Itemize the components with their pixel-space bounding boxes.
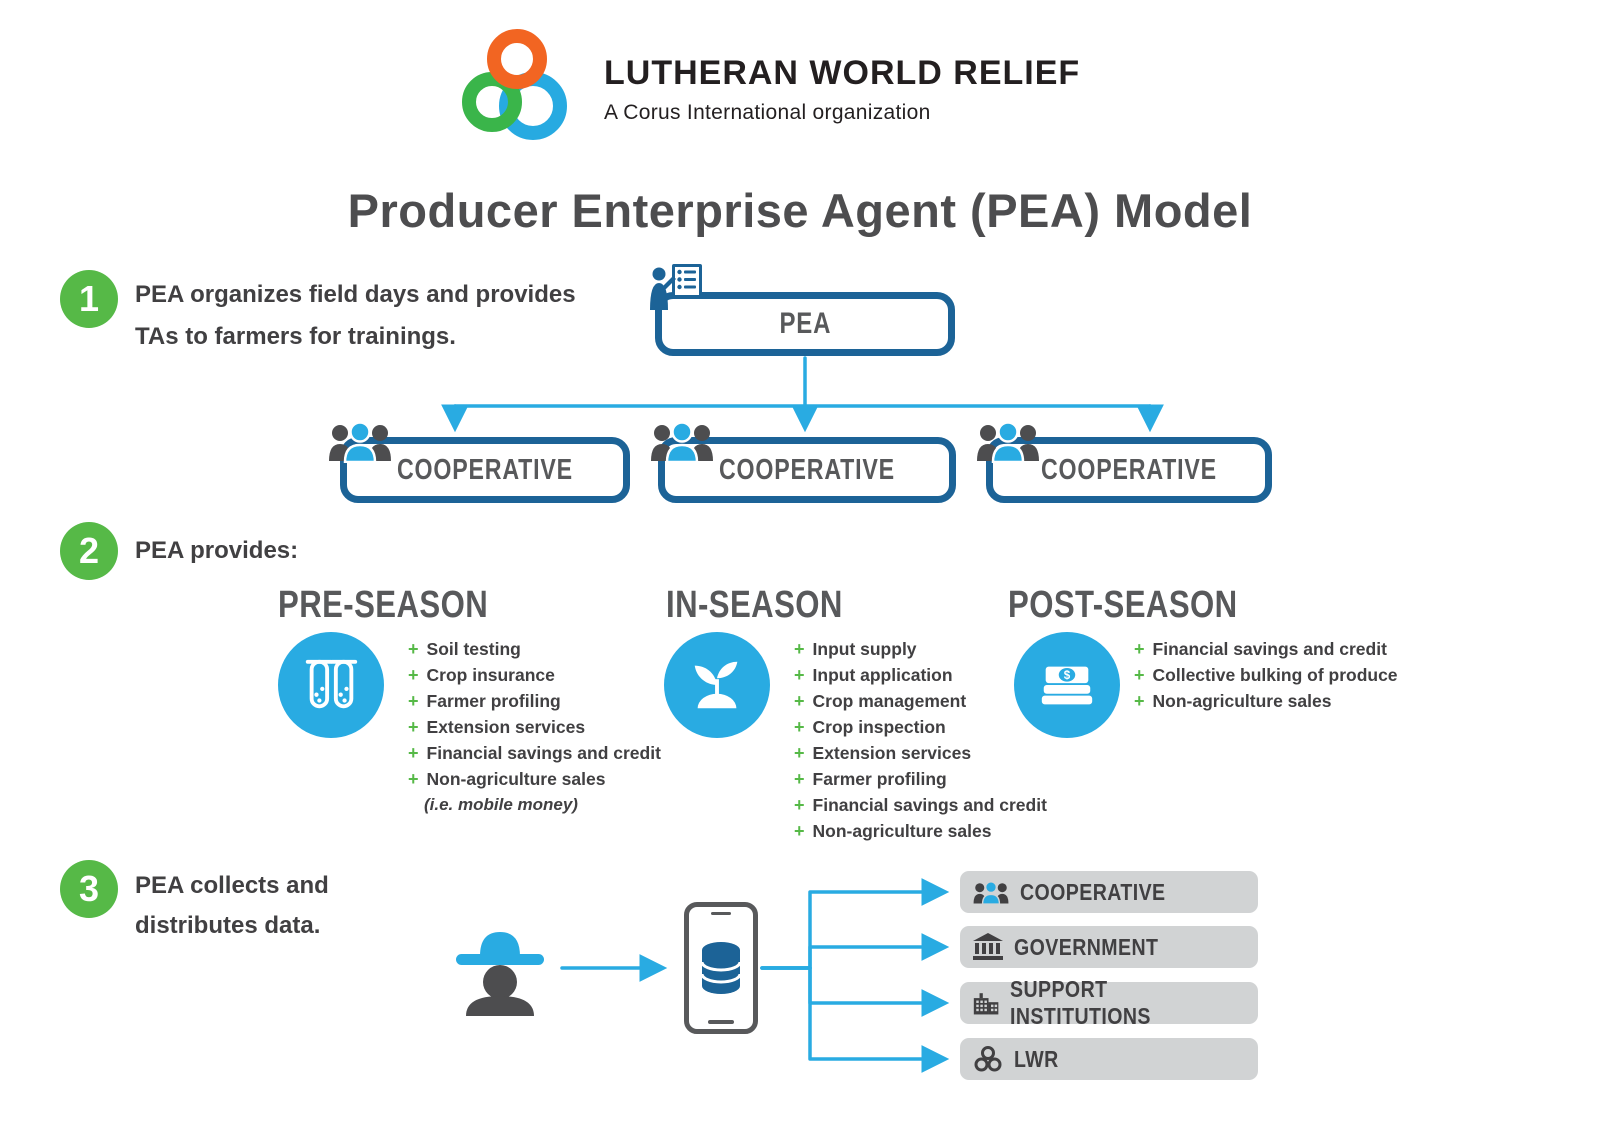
list-item: +Crop insurance xyxy=(408,664,555,685)
list-item: +Financial savings and credit xyxy=(1134,638,1387,659)
target-government: GOVERNMENT xyxy=(960,926,1258,968)
plus-bullet: + xyxy=(1134,690,1145,711)
database-icon xyxy=(700,942,742,994)
target-label: SUPPORT INSTITUTIONS xyxy=(1010,976,1152,1029)
building-icon xyxy=(973,993,999,1015)
plus-bullet: + xyxy=(794,768,805,789)
plus-bullet: + xyxy=(408,638,419,659)
list-item: +Input supply xyxy=(794,638,917,659)
target-label: GOVERNMENT xyxy=(1014,933,1159,960)
money-stack-icon: $ xyxy=(1014,632,1120,738)
plus-bullet: + xyxy=(408,716,419,737)
list-item: +Non-agriculture sales xyxy=(794,820,992,841)
list-item: +Non-agriculture sales xyxy=(408,768,606,789)
step-3-text-line2: distributes data. xyxy=(135,912,321,939)
step-3-text-line1: PEA collects and xyxy=(135,872,329,899)
target-support-institutions: SUPPORT INSTITUTIONS xyxy=(960,976,1258,1029)
test-tubes-icon xyxy=(278,632,384,738)
step-1-badge: 1 xyxy=(60,270,118,328)
list-item: +Extension services xyxy=(794,742,972,763)
pea-box: PEA xyxy=(655,292,955,356)
step-1-text-line2: TAs to farmers for trainings. xyxy=(135,323,456,350)
org-block: LUTHERAN WORLD RELIEF A Corus Internatio… xyxy=(604,54,1080,125)
plus-bullet: + xyxy=(1134,664,1145,685)
pre-season-list: +Soil testing +Crop insurance +Farmer pr… xyxy=(408,636,661,818)
step-1-text: PEA organizes field days and provides TA… xyxy=(135,274,576,358)
phone-speaker xyxy=(711,912,731,915)
list-item: +Financial savings and credit xyxy=(408,742,661,763)
target-lwr: LWR xyxy=(960,1038,1258,1080)
plus-bullet: + xyxy=(408,742,419,763)
target-cooperative: COOPERATIVE xyxy=(960,871,1258,913)
list-item: +Crop inspection xyxy=(794,716,946,737)
post-season-list: +Financial savings and credit +Collectiv… xyxy=(1134,636,1398,714)
org-subtitle: A Corus International organization xyxy=(604,101,931,124)
people-group-icon xyxy=(328,420,392,468)
people-group-icon xyxy=(973,880,1009,905)
plus-bullet: + xyxy=(408,664,419,685)
step-2-number: 2 xyxy=(78,530,100,571)
target-label: LWR xyxy=(1014,1045,1059,1072)
list-item: +Crop management xyxy=(794,690,967,711)
list-item: +Non-agriculture sales xyxy=(1134,690,1332,711)
farmer-icon xyxy=(450,922,550,1021)
plus-bullet: + xyxy=(794,638,805,659)
cooperative-label-1: COOPERATIVE xyxy=(397,453,573,486)
step-1-number: 1 xyxy=(78,278,100,319)
phone-home-button xyxy=(708,1020,734,1024)
org-name: LUTHERAN WORLD RELIEF xyxy=(604,54,1081,92)
smartphone-database-icon xyxy=(684,902,758,1034)
people-group-icon xyxy=(650,420,714,468)
people-group-icon xyxy=(976,420,1040,468)
lwr-logo xyxy=(455,26,575,151)
lwr-circles-icon xyxy=(974,1046,1002,1072)
pea-label: PEA xyxy=(779,307,831,340)
plus-bullet: + xyxy=(794,742,805,763)
plus-bullet: + xyxy=(408,690,419,711)
cooperative-box-1: COOPERATIVE xyxy=(340,437,630,503)
step-3-number: 3 xyxy=(78,868,100,909)
list-item: +Extension services xyxy=(408,716,586,737)
page-title: Producer Enterprise Agent (PEA) Model xyxy=(347,184,1253,237)
list-item: +Collective bulking of produce xyxy=(1134,664,1398,685)
step-1-text-line1: PEA organizes field days and provides xyxy=(135,281,576,308)
plus-bullet: + xyxy=(794,716,805,737)
plus-bullet: + xyxy=(794,690,805,711)
svg-text:$: $ xyxy=(1064,669,1071,682)
plus-bullet: + xyxy=(794,820,805,841)
bank-icon xyxy=(973,933,1003,960)
step-3-badge: 3 xyxy=(60,860,118,918)
list-item-note: (i.e. mobile money) xyxy=(424,795,578,814)
list-item: +Farmer profiling xyxy=(408,690,561,711)
step-3-text: PEA collects and distributes data. xyxy=(135,866,329,946)
presentation-icon xyxy=(648,262,704,319)
list-item: +Input application xyxy=(794,664,953,685)
step-2-badge: 2 xyxy=(60,522,118,580)
pre-season-heading: PRE-SEASON xyxy=(278,584,489,626)
plus-bullet: + xyxy=(1134,638,1145,659)
target-label: COOPERATIVE xyxy=(1020,878,1166,905)
plus-bullet: + xyxy=(794,664,805,685)
list-item: +Soil testing xyxy=(408,638,521,659)
step-2-text: PEA provides: xyxy=(135,537,299,564)
list-item: +Financial savings and credit xyxy=(794,794,1047,815)
plus-bullet: + xyxy=(794,794,805,815)
post-season-heading: POST-SEASON xyxy=(1008,584,1238,626)
sprout-icon xyxy=(664,632,770,738)
list-item: +Farmer profiling xyxy=(794,768,947,789)
cooperative-label-2: COOPERATIVE xyxy=(719,453,895,486)
in-season-list: +Input supply +Input application +Crop m… xyxy=(794,636,1047,844)
plus-bullet: + xyxy=(408,768,419,789)
cooperative-label-3: COOPERATIVE xyxy=(1041,453,1217,486)
in-season-heading: IN-SEASON xyxy=(666,584,843,626)
